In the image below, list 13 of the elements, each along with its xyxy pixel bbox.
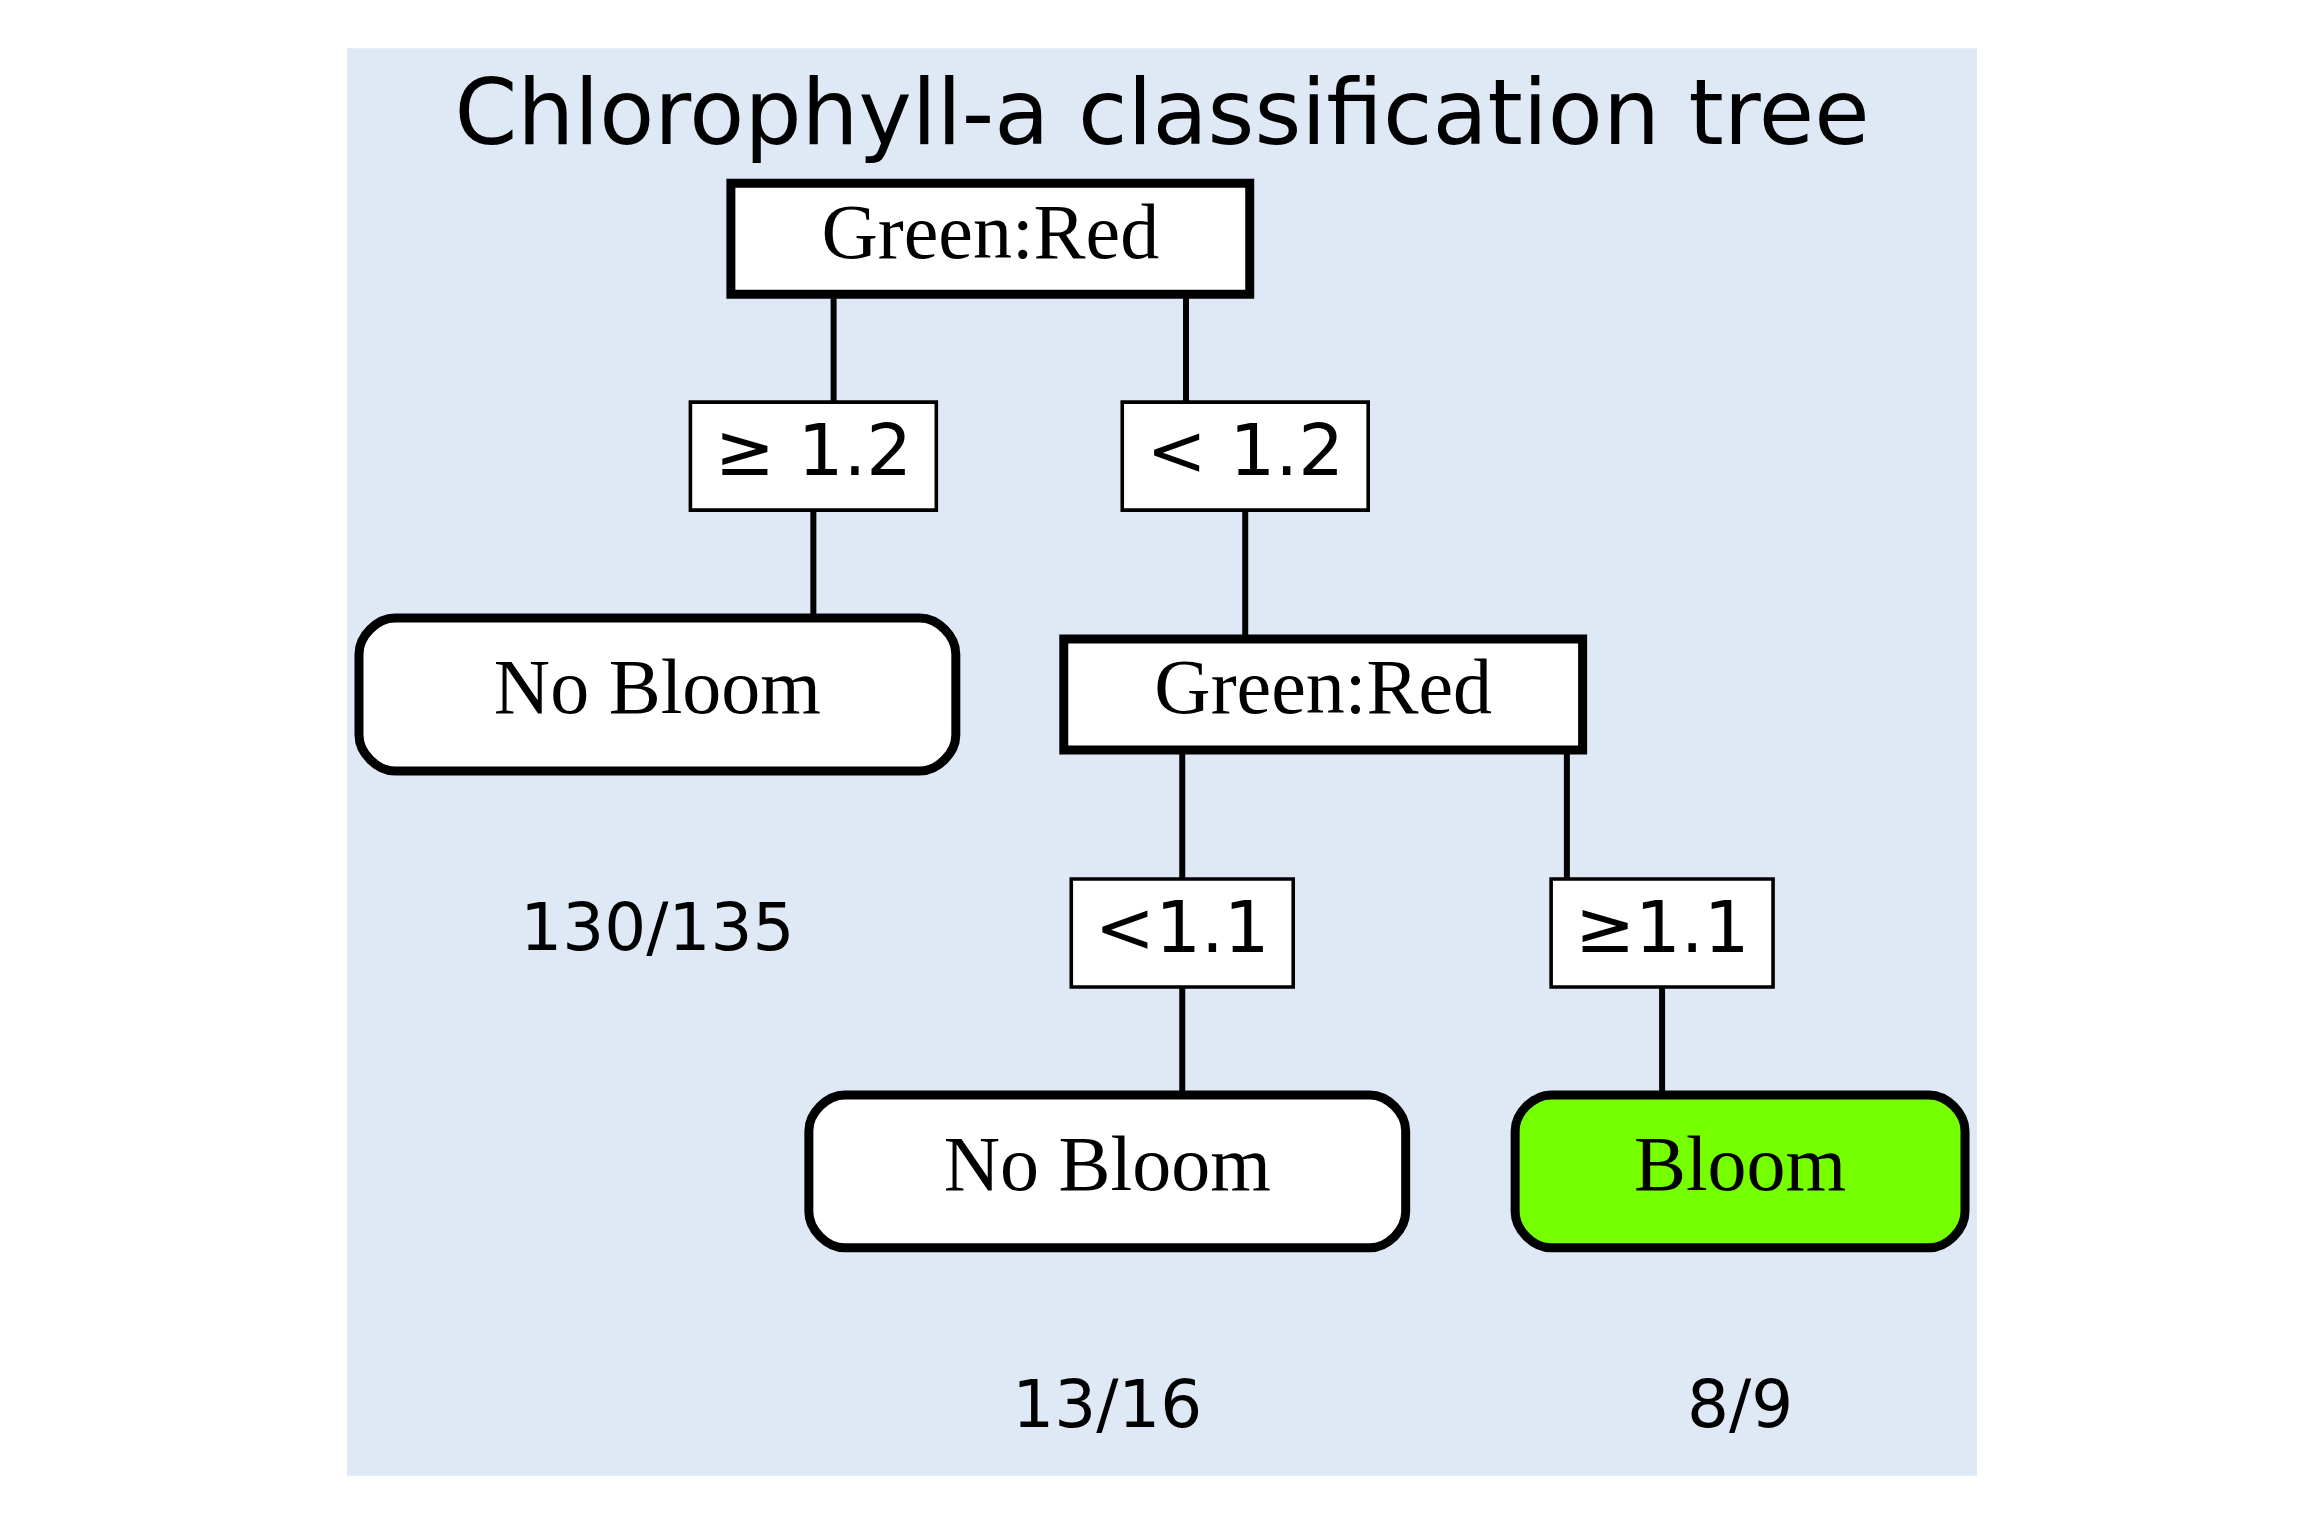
diagram-title: Chlorophyll-a classification tree — [454, 59, 1870, 165]
node-box: ≥1.1 — [1549, 876, 1775, 989]
node-label: 8/9 — [1686, 1365, 1794, 1443]
node-box: Bloom — [1510, 1089, 1970, 1252]
node-label: 130/135 — [520, 888, 795, 966]
node-box: No Bloom — [354, 613, 961, 775]
node-label: 13/16 — [1012, 1365, 1203, 1443]
node-box: <1.1 — [1069, 876, 1295, 989]
node-box: ≥ 1.2 — [688, 399, 939, 512]
node-box: No Bloom — [804, 1089, 1411, 1252]
node-box: Green:Red — [1059, 634, 1588, 754]
node-box: Green:Red — [726, 178, 1255, 299]
node-box: < 1.2 — [1120, 399, 1370, 512]
